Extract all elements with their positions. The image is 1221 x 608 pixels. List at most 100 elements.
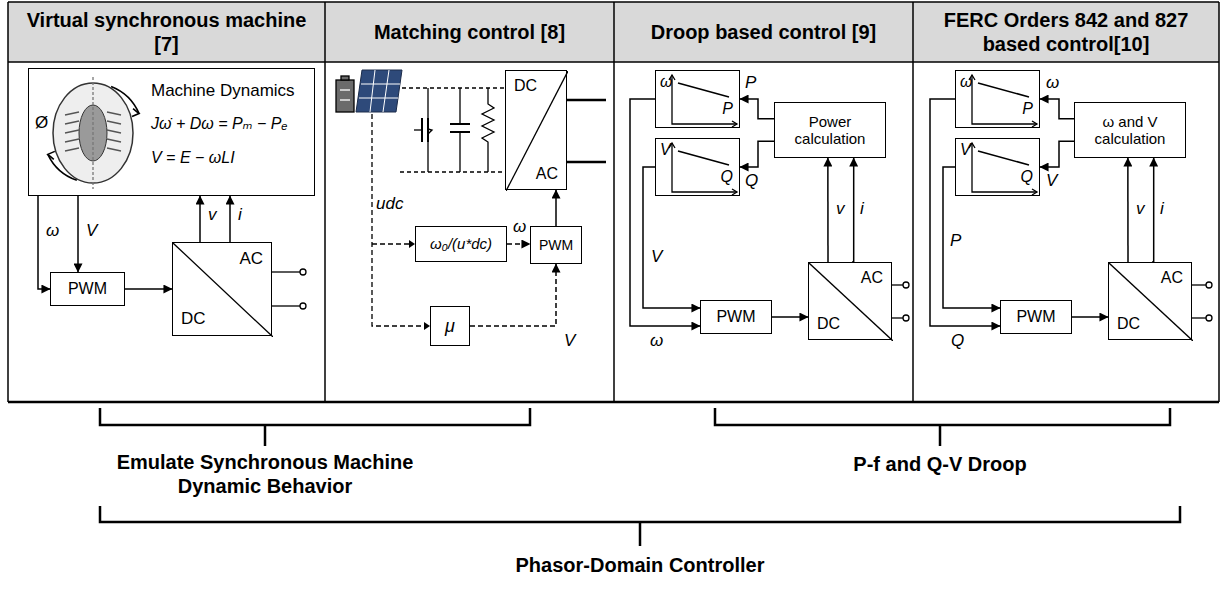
signal-label: i: [858, 200, 866, 219]
solar-panel-icon: [356, 70, 402, 112]
gain-block: ω₀/(u*dc): [415, 226, 507, 262]
drawing-stroke: [809, 263, 893, 341]
calculation-block: Power calculation: [774, 102, 886, 158]
group-bracket: [639, 522, 642, 546]
node-text: AC: [239, 249, 263, 269]
drawing-stroke: [65, 148, 79, 151]
battery-icon: [336, 80, 354, 112]
node-text: DC: [1117, 315, 1140, 333]
signal-arrow: [1152, 158, 1154, 262]
signal-label: P: [743, 74, 758, 93]
node-text: DC: [181, 309, 206, 329]
signal-arrow: [827, 158, 829, 262]
signal-label: ω: [511, 218, 528, 237]
group-label: P-f and Q-V Droop: [780, 452, 1100, 476]
node-text: DC: [514, 77, 537, 95]
signal-label: V: [1044, 172, 1059, 191]
pwm-block: PWM: [530, 226, 582, 264]
battery-icon: [341, 76, 349, 80]
group-bracket: [939, 425, 942, 446]
pwm-block: PWM: [700, 300, 772, 334]
dc-link-circuit: [459, 132, 460, 172]
node-text: AC: [861, 269, 883, 287]
block-label: PWM: [1016, 308, 1055, 326]
drawing-stroke: [107, 130, 121, 133]
dc-link-circuit: [427, 88, 428, 118]
droop-plot: ωP: [955, 70, 1040, 128]
signal-label: v: [206, 206, 219, 225]
node-text: ω: [960, 73, 972, 91]
node-text: P: [1022, 100, 1033, 118]
ac-terminal: [567, 99, 606, 102]
node-text: Machine Dynamics: [151, 81, 295, 101]
solar-panel-icon: [370, 70, 375, 112]
drawing-stroke: [107, 139, 121, 142]
signal-label: i: [1158, 200, 1166, 219]
block-label: ω and V calculation: [1075, 113, 1185, 148]
group-bracket: [100, 506, 1180, 522]
signal-label: v: [834, 200, 847, 219]
group-bracket: [100, 408, 1180, 546]
signal-arrow: [125, 288, 172, 290]
drawing-stroke: [65, 139, 79, 142]
table-grid: [324, 2, 326, 402]
pwm-block: PWM: [50, 272, 125, 306]
battery-icon: [340, 89, 350, 90]
drawing-stroke: [506, 71, 568, 191]
udc-signal-line: [372, 114, 424, 326]
signal-arrow: [772, 316, 808, 318]
dc-link-circuit: [428, 129, 432, 134]
signal-arrow: [1072, 316, 1108, 318]
ac-terminal: [567, 161, 606, 164]
column-header: Virtual synchronous machine [7]: [8, 2, 325, 62]
drawing-stroke: [678, 151, 729, 165]
drawing-stroke: [65, 121, 79, 124]
droop-plot: VQ: [655, 138, 740, 196]
dc-link-circuit: [427, 142, 428, 172]
signal-arrow: [930, 99, 1000, 326]
ac-terminal: [272, 271, 300, 272]
drawing-stroke: [65, 130, 79, 133]
signal-label: ω: [648, 332, 665, 351]
solar-panel-icon: [383, 70, 389, 112]
signal-arrow: [507, 243, 530, 245]
signal-label: udc: [376, 194, 403, 214]
inverter-block: AC DC: [172, 242, 272, 336]
solar-panel-icon: [361, 84, 400, 85]
group-label: Emulate Synchronous Machine Dynamic Beha…: [105, 450, 425, 498]
pwm-block: PWM: [1000, 300, 1072, 334]
dc-link-circuit: [482, 88, 494, 172]
column-header: Matching control [8]: [325, 2, 614, 62]
signal-arrow: [77, 196, 79, 272]
ac-terminal: [300, 269, 306, 275]
droop-plot: VQ: [955, 138, 1040, 196]
inverter-block: ACDC: [808, 262, 892, 340]
node-text: V: [960, 141, 971, 159]
ac-terminal: [892, 317, 903, 318]
block-label: PWM: [539, 237, 573, 253]
signal-label: ω: [1044, 74, 1061, 93]
drawing-stroke: [1032, 189, 1037, 195]
udc-signal-line: [372, 243, 409, 244]
ac-terminal: [272, 100, 1212, 321]
block-label: ω₀/(u*dc): [430, 235, 492, 252]
signal-arrow: [1040, 99, 1074, 119]
signal-arrow: [470, 264, 556, 326]
battery-icon: [340, 99, 350, 100]
node-text: V: [660, 141, 671, 159]
signal-arrow: [229, 196, 231, 242]
dc-link-circuit: [427, 118, 429, 142]
signal-arrow: [1127, 158, 1129, 262]
drawing-stroke: [107, 112, 121, 115]
signal-arrow: [740, 141, 774, 167]
group-label: Phasor-Domain Controller: [470, 553, 810, 577]
drawing-stroke: [173, 243, 273, 337]
drawing-stroke: [92, 77, 93, 189]
block-label: PWM: [68, 280, 107, 298]
ac-terminal: [1206, 282, 1212, 288]
table-grid: [613, 2, 615, 402]
ac-terminal: [1206, 315, 1212, 321]
group-bracket: [715, 408, 1170, 425]
dc-link-circuit: [459, 88, 460, 124]
battery-icon: [336, 76, 354, 112]
